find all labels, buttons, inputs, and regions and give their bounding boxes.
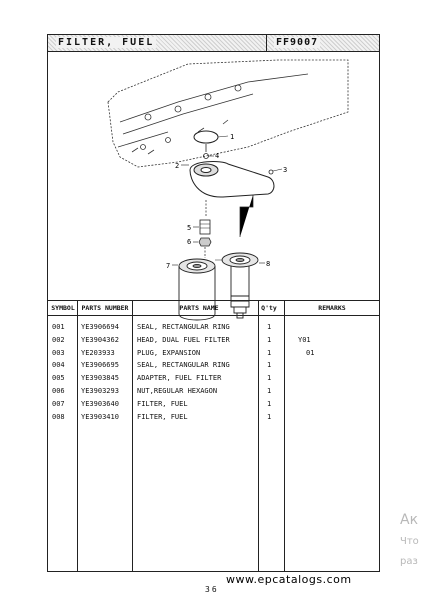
callout-2: 2 <box>175 162 179 170</box>
qty-cell: 1 <box>267 399 272 408</box>
column-header-remarks: REMARKS <box>318 304 346 312</box>
callout-1: 1 <box>230 133 234 141</box>
column-divider <box>77 301 78 571</box>
symbol-cell: 006 <box>52 387 65 395</box>
parts-name-cell: HEAD, DUAL FUEL FILTER <box>137 335 230 344</box>
dual-filter-head-part <box>189 161 275 198</box>
parts-name-cell: PLUG, EXPANSION <box>137 348 201 357</box>
column-divider <box>132 301 133 571</box>
remarks-cell: Y01 <box>298 335 311 344</box>
symbol-cell: 004 <box>52 361 65 370</box>
callout-6: 6 <box>187 238 191 246</box>
qty-cell: 1 <box>267 412 272 421</box>
parts-table-header: SYMBOL PARTS NUMBER PARTS NAME Q'ty REMA… <box>48 301 379 316</box>
parts-name-cell: NUT,REGULAR HEXAGON <box>137 387 218 395</box>
table-row: 007 YE3903640 FILTER, FUEL 1 <box>48 400 379 412</box>
page-number: 36 <box>205 585 219 594</box>
qty-cell: 1 <box>267 387 272 395</box>
parts-number-cell: YE3903640 <box>81 399 119 408</box>
catalog-page-frame: FILTER, FUEL FF9007 1 4 <box>47 34 380 572</box>
callout-4: 4 <box>215 152 219 160</box>
callout-5: 5 <box>187 224 191 232</box>
column-header-qty: Q'ty <box>261 304 277 312</box>
group-code: FF9007 <box>274 37 321 48</box>
parts-number-cell: YE3906695 <box>81 361 119 370</box>
parts-name-cell: FILTER, FUEL <box>137 412 188 421</box>
qty-cell: 1 <box>267 335 272 344</box>
table-row: 001 YE3906694 SEAL, RECTANGULAR RING 1 <box>48 323 379 335</box>
qty-cell: 1 <box>267 374 272 383</box>
parts-number-cell: YE203933 <box>81 348 115 357</box>
table-row: 005 YE3903845 ADAPTER, FUEL FILTER 1 <box>48 374 379 386</box>
parts-number-cell: YE3903410 <box>81 412 119 421</box>
hex-nut-part <box>198 237 212 247</box>
column-divider <box>284 301 285 571</box>
column-header-parts-number: PARTS NUMBER <box>81 304 129 312</box>
parts-name-cell: ADAPTER, FUEL FILTER <box>137 374 222 383</box>
parts-name-cell: SEAL, RECTANGULAR RING <box>137 361 230 370</box>
column-divider <box>258 301 259 571</box>
qty-cell: 1 <box>267 348 272 357</box>
symbol-cell: 001 <box>52 323 65 331</box>
expansion-plug-part <box>268 169 274 175</box>
qty-cell: 1 <box>267 323 272 331</box>
parts-table: SYMBOL PARTS NUMBER PARTS NAME Q'ty REMA… <box>48 300 379 571</box>
symbol-cell: 008 <box>52 412 65 421</box>
table-row: 002 YE3904362 HEAD, DUAL FUEL FILTER 1 Y01 <box>48 336 379 348</box>
title-divider <box>266 35 267 51</box>
watermark-url: www.epcatalogs.com <box>226 573 352 586</box>
symbol-cell: 002 <box>52 335 65 344</box>
seal-ring-part <box>193 130 219 144</box>
table-row: 006 YE3903293 NUT,REGULAR HEXAGON 1 <box>48 387 379 399</box>
callout-3: 3 <box>283 166 287 174</box>
column-header-parts-name: PARTS NAME <box>179 304 219 312</box>
parts-number-cell: YE3903845 <box>81 374 119 383</box>
fuel-filter-adapter-part <box>199 219 211 235</box>
seal-small-part <box>203 153 209 159</box>
table-row: 008 YE3903410 FILTER, FUEL 1 <box>48 413 379 425</box>
exploded-parts-diagram: 1 4 2 3 5 6 <box>107 59 349 321</box>
table-row: 003 YE203933 PLUG, EXPANSION 1 01 <box>48 349 379 361</box>
page-title: FILTER, FUEL <box>56 37 157 48</box>
edge-text-3: раз <box>400 556 418 567</box>
symbol-cell: 005 <box>52 374 65 383</box>
parts-number-cell: YE3906694 <box>81 323 119 331</box>
title-bar: FILTER, FUEL FF9007 <box>48 35 379 52</box>
symbol-cell: 007 <box>52 399 65 408</box>
parts-name-cell: FILTER, FUEL <box>137 399 188 408</box>
edge-text-2: Что <box>400 536 419 547</box>
parts-name-cell: SEAL, RECTANGULAR RING <box>137 323 230 331</box>
parts-number-cell: YE3904362 <box>81 335 119 344</box>
fuel-filter-7-part <box>178 258 216 321</box>
remarks-cell: 01 <box>306 348 315 357</box>
edge-text-1: Ак <box>400 512 419 528</box>
column-header-symbol: SYMBOL <box>51 304 75 312</box>
qty-cell: 1 <box>267 361 272 370</box>
engine-block-illustration <box>107 59 349 168</box>
symbol-cell: 003 <box>52 348 65 357</box>
callout-7: 7 <box>166 262 170 270</box>
parts-number-cell: YE3903293 <box>81 387 119 395</box>
callout-8: 8 <box>266 260 270 268</box>
table-row: 004 YE3906695 SEAL, RECTANGULAR RING 1 <box>48 361 379 373</box>
